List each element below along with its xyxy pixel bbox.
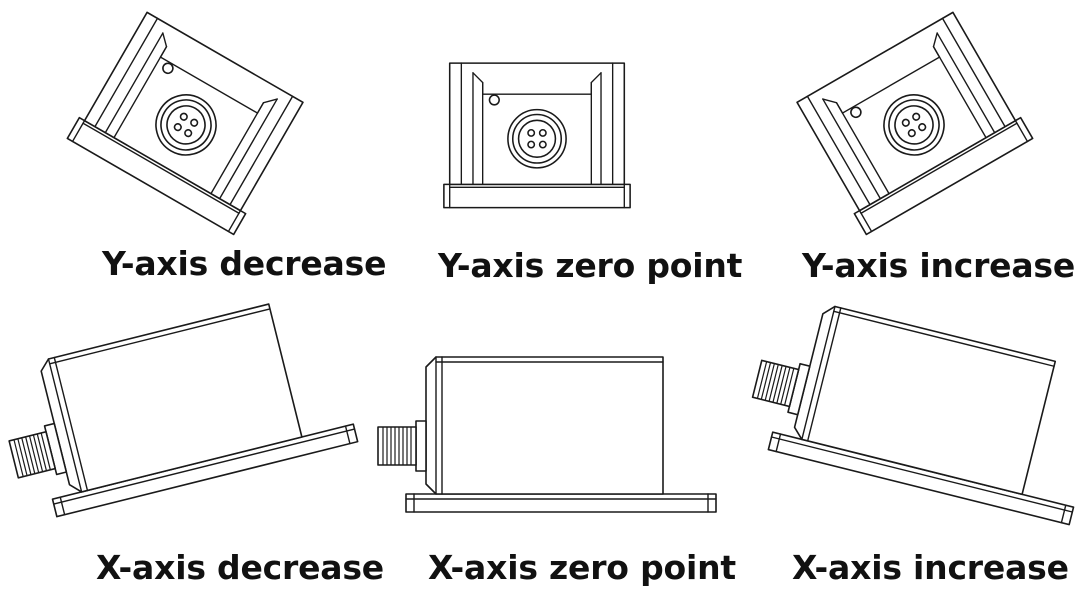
y-axis-decrease-sensor-drawing xyxy=(66,8,309,236)
y-axis-increase-sensor-drawing xyxy=(791,8,1034,236)
y-axis-decrease-caption: Y-axis decrease xyxy=(102,244,387,283)
y-axis-increase-caption: Y-axis increase xyxy=(802,246,1076,285)
x-axis-zero-panel: X-axis zero point xyxy=(360,300,736,614)
x-axis-increase-caption: X-axis increase xyxy=(792,548,1069,587)
x-axis-decrease-caption: X-axis decrease xyxy=(96,548,384,587)
y-axis-zero-sensor-drawing xyxy=(443,62,631,209)
y-axis-zero-caption: Y-axis zero point xyxy=(438,246,743,285)
y-axis-decrease-panel: Y-axis decrease xyxy=(0,0,386,300)
y-axis-zero-panel: Y-axis zero point xyxy=(360,0,742,300)
x-axis-decrease-sensor-drawing xyxy=(0,290,359,525)
x-axis-zero-caption: X-axis zero point xyxy=(428,548,736,587)
x-axis-zero-sensor-drawing xyxy=(377,356,717,513)
x-axis-increase-sensor-drawing xyxy=(740,291,1080,526)
x-axis-decrease-panel: X-axis decrease xyxy=(0,290,384,614)
x-axis-increase-panel: X-axis increase xyxy=(720,291,1080,614)
y-axis-increase-panel: Y-axis increase xyxy=(720,0,1080,300)
